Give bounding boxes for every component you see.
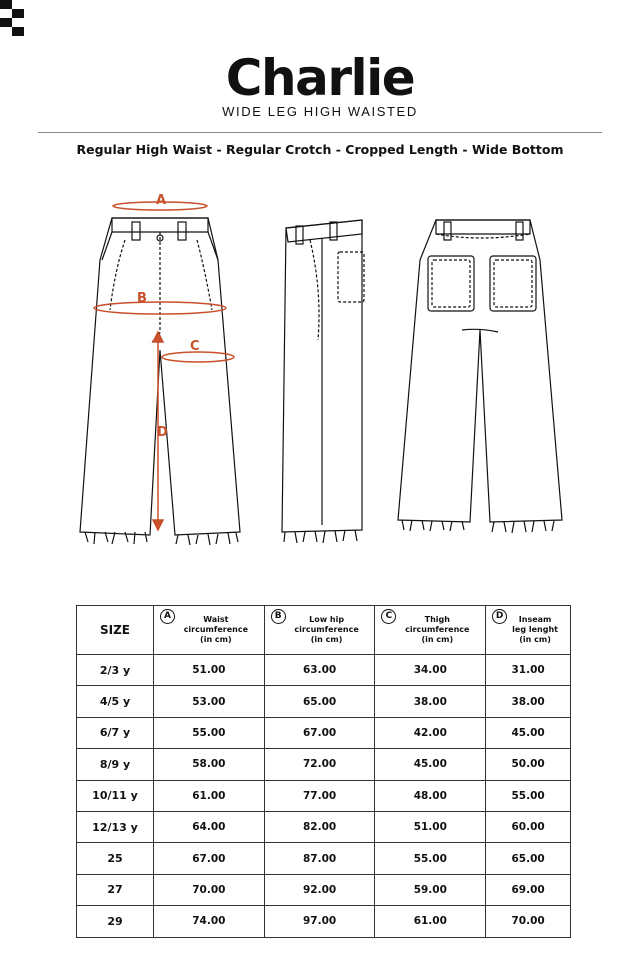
waist-cell: 55.00 [153,716,265,750]
size-chart-table: SIZE A Waist circumference (in cm) B Low… [76,605,571,938]
waist-cell: 61.00 [153,779,265,812]
waist-cell: 74.00 [153,905,265,938]
header-line: (in cm) [519,635,551,644]
low-hip-cell: 63.00 [263,653,376,687]
header-line: Inseam [518,615,552,624]
header-line: circumference [405,625,470,634]
table-row: 6/7 y 55.00 67.00 42.00 45.00 [76,716,571,750]
header-line: Thigh [424,615,450,624]
product-subtitle: WIDE LEG HIGH WAISTED [222,104,418,119]
low-hip-cell: 97.00 [263,905,376,938]
column-header-waist: A Waist circumference (in cm) [153,605,265,655]
table-row: 2/3 y 51.00 63.00 34.00 31.00 [76,653,571,687]
measure-label-c: C [190,339,200,354]
low-hip-cell: 92.00 [263,873,376,907]
brand-logo-mark [0,0,24,36]
inseam-cell: 70.00 [485,905,571,938]
measure-label-b: B [137,291,147,306]
header-line: leg lenght [512,625,558,634]
thigh-cell: 55.00 [374,842,487,875]
low-hip-cell: 72.00 [263,748,376,781]
waist-cell: 51.00 [153,653,265,687]
thigh-cell: 48.00 [374,779,487,812]
size-column-header: SIZE [76,605,154,655]
header-line: circumference [183,625,249,634]
thigh-cell: 51.00 [374,810,487,844]
header-line: (in cm) [200,635,232,644]
size-cell: 25 [76,842,154,875]
thigh-cell: 42.00 [374,716,487,750]
size-cell: 29 [76,905,154,938]
inseam-cell: 31.00 [485,653,571,687]
waist-cell: 64.00 [153,810,265,844]
low-hip-cell: 67.00 [263,716,376,750]
inseam-cell: 50.00 [485,748,571,781]
header-divider [38,132,602,133]
table-row: 29 74.00 97.00 61.00 70.00 [76,905,571,938]
size-cell: 6/7 y [76,716,154,750]
header-line: (in cm) [310,635,343,644]
size-cell: 8/9 y [76,748,154,781]
waist-cell: 53.00 [153,685,265,718]
thigh-cell: 38.00 [374,685,487,718]
inseam-cell: 65.00 [485,842,571,875]
size-cell: 4/5 y [76,685,154,718]
table-row: 27 70.00 92.00 59.00 69.00 [76,873,571,907]
column-header-thigh: C Thigh circumference (in cm) [374,605,487,655]
table-row: 12/13 y 64.00 82.00 51.00 60.00 [76,810,571,844]
badge-c: C [381,609,397,624]
size-cell: 27 [76,873,154,907]
inseam-cell: 55.00 [485,779,571,812]
header-line: Low hip [309,615,345,624]
table-row: 8/9 y 58.00 72.00 45.00 50.00 [76,748,571,781]
inseam-cell: 45.00 [485,716,571,750]
header-line: Waist [203,615,229,624]
table-row: 25 67.00 87.00 55.00 65.00 [76,842,571,875]
column-header-low-hip: B Low hip circumference (in cm) [263,605,376,655]
header-line: (in cm) [421,635,454,644]
thigh-cell: 45.00 [374,748,487,781]
badge-d: D [492,609,508,624]
measure-label-d: D [157,425,168,440]
waist-cell: 67.00 [153,842,265,875]
fit-description: Regular High Waist - Regular Crotch - Cr… [76,142,564,157]
front-view-drawing [79,217,241,546]
pants-technical-drawings: A B C D [79,193,563,546]
waist-cell: 58.00 [153,748,265,781]
low-hip-cell: 65.00 [263,685,376,718]
table-row: 10/11 y 61.00 77.00 48.00 55.00 [76,779,571,812]
inseam-cell: 60.00 [485,810,571,844]
badge-a: A [160,609,175,624]
badge-b: B [270,609,286,624]
low-hip-cell: 77.00 [263,779,376,812]
header-line: circumference [294,625,359,634]
table-header-row: SIZE A Waist circumference (in cm) B Low… [76,605,571,655]
size-cell: 10/11 y [76,779,154,812]
inseam-cell: 38.00 [485,685,571,718]
thigh-cell: 34.00 [374,653,487,687]
back-view-drawing [397,219,563,534]
column-header-inseam: D Inseam leg lenght (in cm) [485,605,571,655]
measurement-guides [93,201,235,532]
size-cell: 2/3 y [76,653,154,687]
thigh-cell: 61.00 [374,905,487,938]
table-row: 4/5 y 53.00 65.00 38.00 38.00 [76,685,571,718]
waist-cell: 70.00 [153,873,265,907]
inseam-cell: 69.00 [485,873,571,907]
product-title: Charlie [225,49,416,107]
thigh-cell: 59.00 [374,873,487,907]
measure-label-a: A [156,193,166,208]
size-cell: 12/13 y [76,810,154,844]
low-hip-cell: 82.00 [263,810,376,844]
side-view-drawing [281,219,365,544]
low-hip-cell: 87.00 [263,842,376,875]
